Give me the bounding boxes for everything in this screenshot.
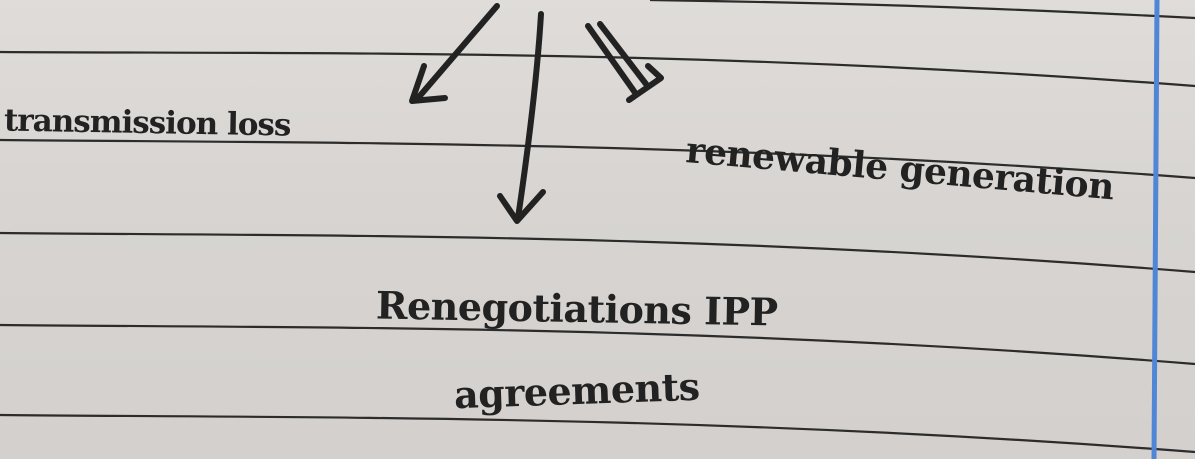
arrow-to-renewable-generation — [585, 21, 664, 103]
label-transmission-loss: transmission loss — [3, 102, 291, 144]
ruled-line — [0, 231, 1195, 274]
label-renegotiations-line-2: agreements — [453, 363, 701, 418]
ruled-line — [649, 0, 1195, 20]
arrow-head — [497, 189, 546, 224]
arrow-to-renegotiations — [497, 11, 546, 224]
arrow-head — [626, 63, 664, 103]
arrow-shaft — [515, 11, 544, 221]
ruled-line — [0, 413, 1195, 454]
arrow-shaft — [597, 21, 649, 87]
arrow-to-transmission-loss — [409, 3, 500, 104]
diagram-arrows — [409, 3, 664, 224]
label-renegotiations-line-1: Renegotiations IPP — [375, 282, 778, 335]
arrow-shaft — [415, 3, 500, 101]
margin-line — [1151, 0, 1160, 459]
arrow-shaft — [585, 23, 639, 97]
ruled-line — [0, 50, 1195, 88]
ruled-line — [0, 323, 1195, 366]
ruled-line — [0, 138, 1195, 180]
arrow-head — [409, 63, 448, 104]
